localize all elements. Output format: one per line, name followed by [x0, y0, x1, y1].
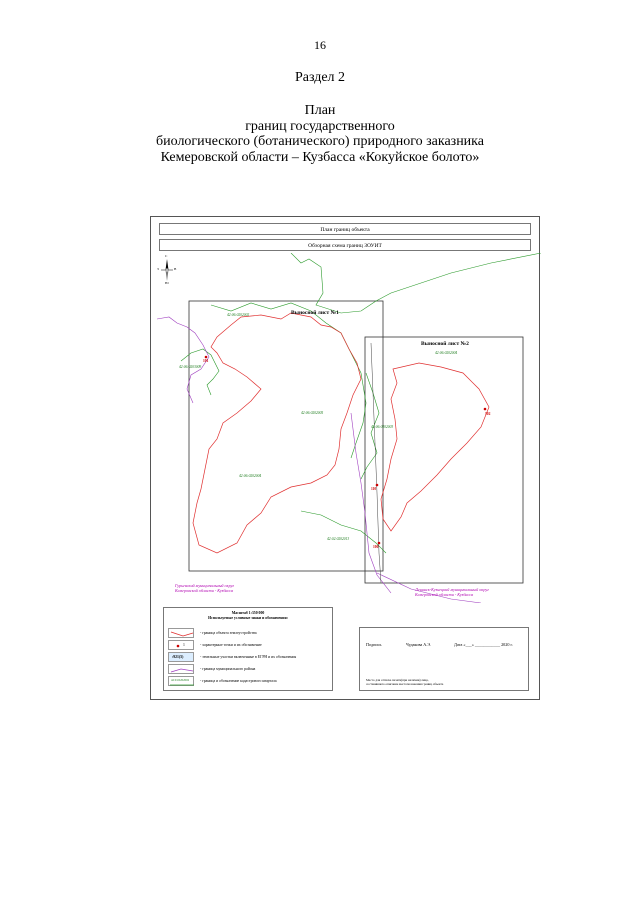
map-canvas — [156, 253, 541, 603]
legend-scale: Масштаб 1:350 000 — [231, 611, 265, 615]
legend-title: Используемые условные знаки и обозначени… — [208, 616, 288, 620]
green-line-icon: 42:01:0202002 — [168, 676, 194, 686]
point-label-100: 100 — [373, 545, 379, 549]
point-102-marker — [483, 407, 487, 411]
cadastral-label-3: 42:06:0202005 — [301, 411, 324, 415]
compass-icon: С Ю З В — [157, 254, 177, 285]
map-frame: План границ объекта Обзорная схема грани… — [150, 216, 541, 700]
route-line — [370, 342, 382, 584]
point-110-marker — [375, 483, 379, 487]
sheet-2-frame — [364, 336, 524, 584]
point-label-110: 110 — [371, 487, 377, 491]
page-number: 16 — [314, 38, 326, 52]
section-title: Раздел 2 — [294, 70, 346, 85]
cadastral-label-6: 42:02:0202013 — [327, 537, 350, 541]
compass-north: С — [165, 254, 168, 258]
point-label-102: 102 — [485, 412, 491, 416]
signature-name: Чудакова А.Э. — [406, 642, 432, 647]
sheet-2-title: Выносной лист №2 — [421, 341, 469, 347]
legend-item-parcels: :921(5) - земельные участки включенные в… — [168, 652, 328, 664]
signature-date: Дата «___» ____________ 2020 г. — [454, 642, 513, 647]
reserve-boundary-east — [380, 362, 490, 532]
cadastral-line-5 — [300, 510, 387, 554]
map-header-title: План границ объекта — [159, 223, 531, 235]
heading-line-3: биологического (ботанического) природног… — [156, 134, 484, 149]
cadastral-label-4: 42:06:0202003 — [371, 425, 394, 429]
municipal-boundary-1 — [156, 316, 210, 404]
reserve-boundary-west — [192, 312, 362, 554]
map-legend: Масштаб 1:350 000 Используемые условные … — [163, 607, 333, 691]
legend-item-points: 1 - характерные точки и их обозначение — [168, 640, 328, 652]
signature-block: Подпись Чудакова А.Э. Дата «___» _______… — [359, 627, 529, 691]
cadastral-label-1: 42:06:0202002 — [227, 313, 250, 317]
point-icon: 1 — [168, 640, 194, 650]
municipal-boundary-3 — [376, 572, 482, 603]
heading-line-2: границ государственного — [245, 118, 395, 134]
point-label-101: 101 — [203, 359, 209, 363]
legend-item-municipal: - граница муниципального района — [168, 664, 328, 676]
compass-south: Ю — [165, 281, 169, 285]
point-100-marker — [377, 541, 381, 545]
compass-west: З — [157, 267, 159, 271]
map-overview-title: Обзорная схема границ ЗОУИТ — [159, 239, 531, 251]
legend-item-quarter: 42:01:0202002 - граница и обозначение ка… — [168, 676, 328, 688]
legend-item-boundary: - граница объекта землеустройства — [168, 628, 328, 640]
heading-line-4: Кемеровской области – Кузбасса «Кокуйско… — [160, 149, 480, 165]
cadastral-line-1 — [290, 253, 541, 314]
point-101-marker — [204, 355, 208, 359]
document-heading: План границ государственного биологическ… — [0, 103, 640, 165]
heading-line-1: План — [304, 103, 336, 118]
purple-line-icon — [168, 664, 194, 674]
district-label-left: Гурьевский муниципальный округ Кемеровск… — [175, 583, 235, 593]
municipal-boundary-2 — [350, 412, 392, 594]
signature-note: Место для оттиска печати(при наличии) ли… — [366, 678, 444, 686]
red-line-icon — [168, 628, 194, 638]
cadastral-label-2: 42:06:0203009 — [179, 365, 202, 369]
cadastral-line-3 — [180, 348, 220, 396]
signature-label: Подпись — [366, 642, 382, 647]
cadastral-label-5: 42:06:0202004 — [239, 474, 262, 478]
compass-east: В — [174, 267, 177, 271]
parcel-icon: :921(5) — [168, 652, 194, 662]
sheet-1-title: Выносной лист №1 — [291, 310, 339, 316]
cadastral-label-7: 42:06:0202004 — [435, 351, 458, 355]
sheet-1-frame — [188, 300, 384, 572]
district-label-right: Ленинск-Кузнецкий муниципальный округ Ке… — [415, 587, 489, 597]
cadastral-line-2 — [210, 302, 367, 459]
